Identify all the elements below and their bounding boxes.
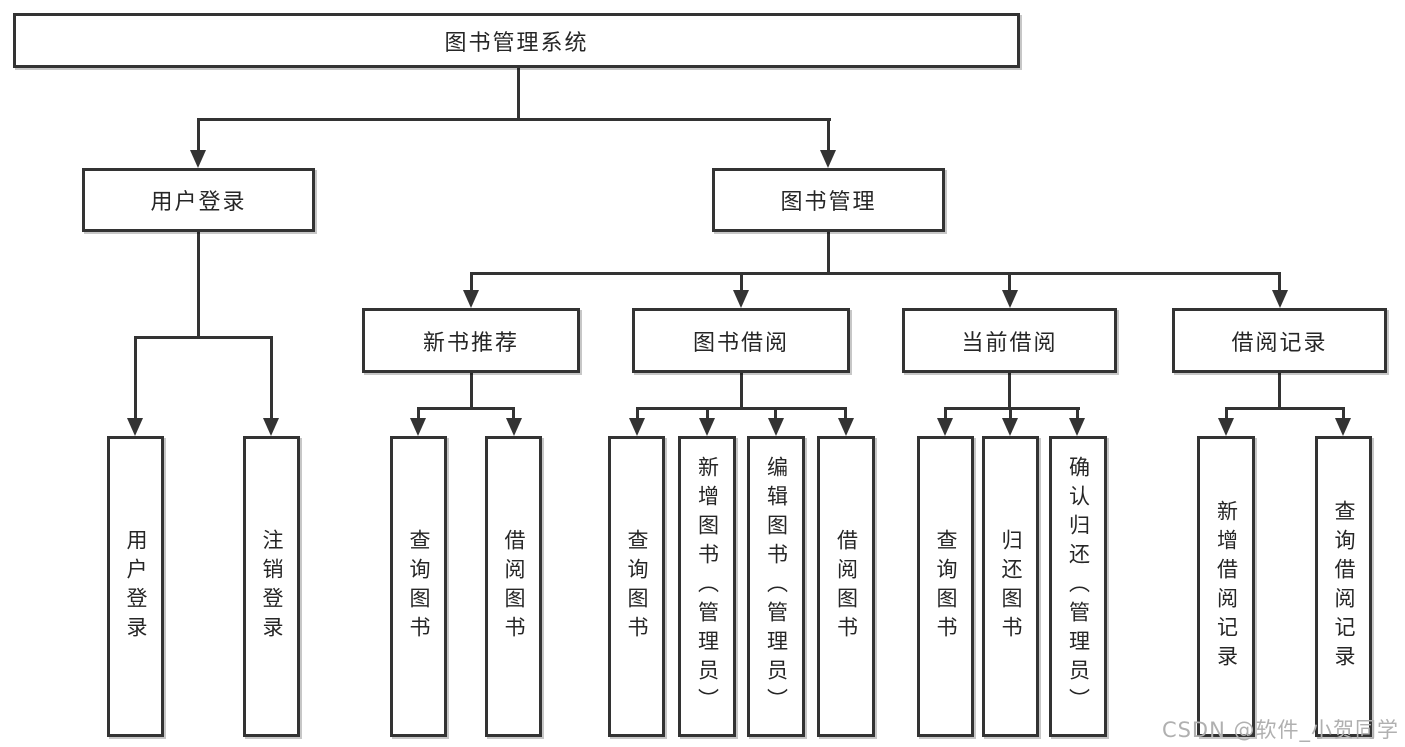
connector-nbr-c2-shaft [512,407,515,420]
leaf-br-query-record: 查询借阅记录 [1315,436,1372,737]
leaf-bb-add-book-admin: 新增图书（管理员） [678,436,736,737]
connector-cb-hline [944,407,1080,410]
connector-cb-trunk [1008,373,1011,407]
connector-book-mgmt-trunk [827,232,830,272]
arrowhead-new-book-rec [463,290,479,308]
book-borrow-label: 图书借阅 [692,330,789,356]
connector-leaf-user-login-shaft [134,336,137,420]
book-mgmt-label: 图书管理 [780,190,877,215]
connector-bb-c2-shaft [706,407,709,420]
arrowhead-leaf-user-login [127,418,143,436]
arrowhead-leaf-logout [263,418,279,436]
connector-book-mgmt-shaft [827,118,830,152]
arrowhead-current-borrow [1002,290,1018,308]
connector-cb-c2-shaft [1009,407,1012,420]
leaf-bb-query-book: 查询图书 [608,436,665,737]
arrowhead-bb-borrow [838,418,854,436]
leaf-br-add-record-label: 新增借阅记录 [1214,499,1239,674]
leaf-cb-return-book: 归还图书 [982,436,1039,737]
leaf-user-login-label: 用户登录 [124,528,148,645]
book-mgmt-node: 图书管理 [712,168,945,232]
connector-borrow-records-shaft [1278,272,1281,290]
leaf-bb-borrow-book-label: 借阅图书 [834,528,859,645]
arrowhead-cb-confirm [1069,418,1085,436]
leaf-bb-borrow-book: 借阅图书 [817,436,875,737]
connector-level2-hline [197,118,831,121]
connector-br-hline [1225,407,1345,410]
current-borrow-label: 当前借阅 [961,330,1058,356]
leaf-cb-query-book-label: 查询图书 [934,528,958,645]
root-node: 图书管理系统 [13,13,1020,68]
connector-current-borrow-shaft [1008,272,1011,290]
leaf-nbr-query-book: 查询图书 [390,436,447,737]
leaf-user-login: 用户登录 [107,436,164,737]
connector-bb-hline [636,407,847,410]
leaf-logout-label: 注销登录 [260,528,284,645]
leaf-cb-return-book-label: 归还图书 [999,528,1023,645]
connector-root-trunk [517,68,520,118]
borrow-records-node: 借阅记录 [1172,308,1387,373]
book-borrow-node: 图书借阅 [632,308,850,373]
arrowhead-book-mgmt [820,150,836,168]
connector-nbr-trunk [470,373,473,407]
connector-bb-c4-shaft [844,407,847,420]
connector-book-borrow-shaft [740,272,743,290]
connector-br-trunk [1278,373,1281,407]
connector-user-login-shaft [197,118,200,152]
current-borrow-node: 当前借阅 [902,308,1117,373]
connector-bb-trunk [740,373,743,407]
new-book-rec-node: 新书推荐 [362,308,580,373]
arrowhead-bb-add [699,418,715,436]
arrowhead-nbr-query [410,418,426,436]
arrowhead-borrow-records [1272,290,1288,308]
leaf-cb-confirm-return-admin-label: 确认归还（管理员） [1066,456,1091,717]
user-login-node: 用户登录 [82,168,315,232]
connector-nbr-hline [417,407,515,410]
arrowhead-br-query [1335,418,1351,436]
connector-user-login-trunk [197,232,200,336]
leaf-nbr-query-book-label: 查询图书 [407,528,431,645]
connector-bb-c3-shaft [774,407,777,420]
arrowhead-bb-edit [768,418,784,436]
connector-bb-c1-shaft [636,407,639,420]
connector-leaf-logout-shaft [270,336,273,420]
leaf-bb-edit-book-admin: 编辑图书（管理员） [747,436,805,737]
connector-br-c1-shaft [1225,407,1228,420]
leaf-br-query-record-label: 查询借阅记录 [1332,499,1356,674]
leaf-bb-add-book-admin-label: 新增图书（管理员） [695,456,720,717]
arrowhead-br-add [1218,418,1234,436]
connector-br-c2-shaft [1342,407,1345,420]
leaf-bb-edit-book-admin-label: 编辑图书（管理员） [764,456,789,717]
arrowhead-cb-query [937,418,953,436]
arrowhead-book-borrow [733,290,749,308]
arrowhead-nbr-borrow [506,418,522,436]
leaf-cb-query-book: 查询图书 [917,436,974,737]
connector-new-book-rec-shaft [470,272,473,290]
user-login-label: 用户登录 [150,190,247,215]
connector-cb-c1-shaft [944,407,947,420]
arrowhead-cb-return [1002,418,1018,436]
new-book-rec-label: 新书推荐 [422,330,519,356]
borrow-records-label: 借阅记录 [1231,330,1328,356]
connector-nbr-c1-shaft [417,407,420,420]
arrowhead-user-login [190,150,206,168]
leaf-cb-confirm-return-admin: 确认归还（管理员） [1049,436,1107,737]
leaf-nbr-borrow-book-label: 借阅图书 [502,528,526,645]
connector-user-group-hline [134,336,273,339]
connector-level3-hline [470,272,1281,275]
arrowhead-bb-query [629,418,645,436]
leaf-logout: 注销登录 [243,436,300,737]
connector-cb-c3-shaft [1076,407,1079,420]
leaf-nbr-borrow-book: 借阅图书 [485,436,542,737]
root-node-label: 图书管理系统 [444,30,589,56]
leaf-bb-query-book-label: 查询图书 [625,528,649,645]
leaf-br-add-record: 新增借阅记录 [1197,436,1255,737]
